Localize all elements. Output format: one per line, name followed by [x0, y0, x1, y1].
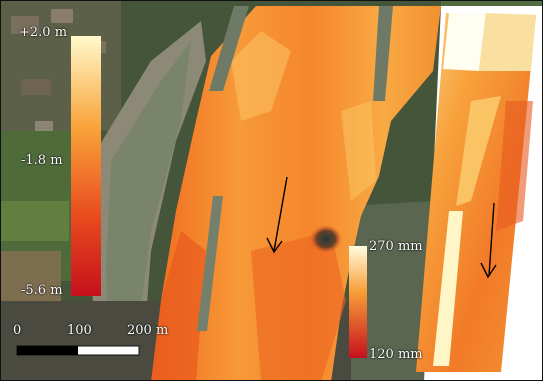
inset-panel — [416, 6, 542, 380]
river-elevation-overlay — [151, 6, 441, 380]
elevation-colorbar — [71, 36, 101, 296]
elevation-min-label: -5.6 m — [21, 283, 63, 298]
flow-arrow-main — [266, 176, 288, 254]
scale-label-200: 200 m — [127, 323, 169, 338]
thickness-min-label: 120 mm — [369, 347, 423, 362]
flow-arrow-inset — [480, 202, 497, 279]
thickness-colorbar — [349, 246, 367, 358]
thickness-max-label: 270 mm — [369, 239, 423, 254]
elevation-max-label: +2.0 m — [19, 25, 68, 40]
scale-label-0: 0 — [13, 323, 22, 338]
scale-bar — [16, 345, 140, 356]
elevation-mid-label: -1.8 m — [21, 153, 63, 168]
scale-label-100: 100 — [67, 323, 92, 338]
